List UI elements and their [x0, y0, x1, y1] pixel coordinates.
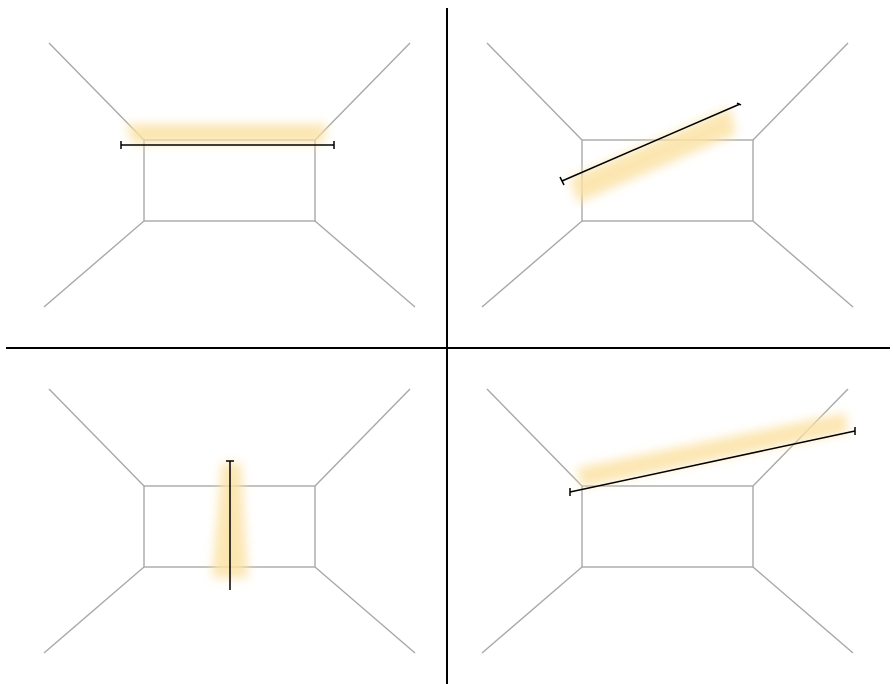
room-perspective — [482, 43, 853, 307]
light-glow — [126, 124, 328, 144]
room-perspective — [44, 43, 415, 307]
panel-top-left — [44, 43, 415, 307]
panel-bottom-right — [482, 389, 855, 653]
light-glow — [570, 108, 736, 203]
panel-bottom-left — [44, 389, 415, 653]
panel-top-right — [482, 43, 853, 307]
light-glow — [577, 413, 848, 487]
